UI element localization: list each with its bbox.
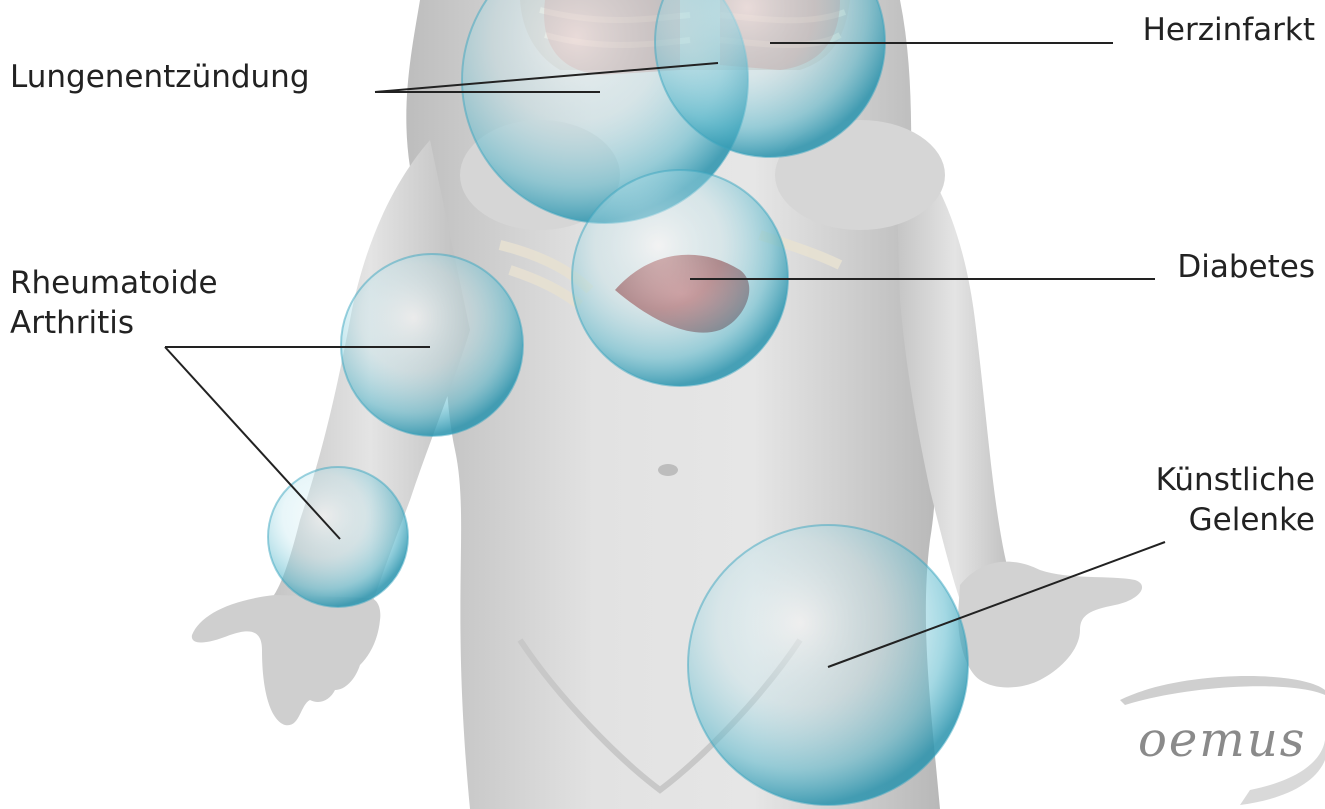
label-kuenstliche-line2: Gelenke <box>1156 500 1315 540</box>
logo-text: oemus <box>1138 712 1306 768</box>
arthritis-leader-wrist <box>165 347 340 539</box>
right-hand-shape <box>958 562 1142 688</box>
label-diabetes: Diabetes <box>1177 247 1315 287</box>
label-lungenentzuendung-text: Lungenentzündung <box>10 57 310 97</box>
label-herzinfarkt-text: Herzinfarkt <box>1143 10 1315 50</box>
label-diabetes-text: Diabetes <box>1177 247 1315 287</box>
hip-bubble <box>688 525 968 805</box>
label-rheumatoide-line1: Rheumatoide <box>10 263 218 303</box>
navel-shape <box>658 464 678 476</box>
label-rheumatoide-line2: Arthritis <box>10 303 218 343</box>
label-kuenstliche-gelenke: Künstliche Gelenke <box>1156 460 1315 540</box>
left-hand-shape <box>192 595 381 725</box>
label-kuenstliche-line1: Künstliche <box>1156 460 1315 500</box>
label-herzinfarkt: Herzinfarkt <box>1143 10 1315 50</box>
elbow-bubble <box>341 254 523 436</box>
logo-text-value: oemus <box>1138 712 1306 768</box>
label-rheumatoide-arthritis: Rheumatoide Arthritis <box>10 263 218 343</box>
label-lungenentzuendung: Lungenentzündung <box>10 57 310 97</box>
